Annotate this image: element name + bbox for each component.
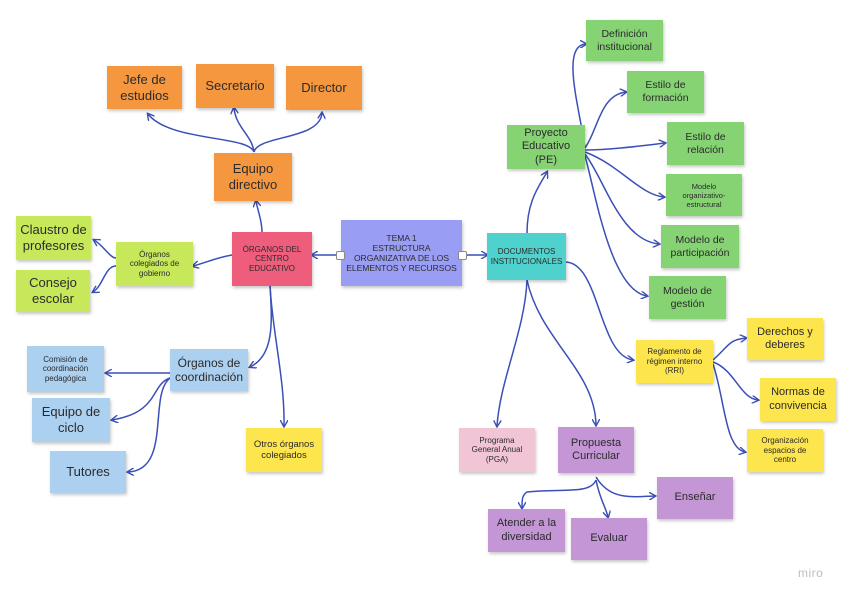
tutores-note[interactable]: Tutores (50, 451, 126, 493)
equipo-ciclo-text: Equipo de ciclo (41, 404, 101, 435)
derechos-deberes-text: Derechos y deberes (757, 325, 813, 351)
modelo-gestion-text: Modelo de gestión (662, 284, 713, 310)
connector-documentos-propuesta (526, 279, 596, 425)
ensenar-text: Enseñar (674, 491, 716, 504)
connector-pe-gestion (584, 155, 647, 296)
estilo-formacion-note[interactable]: Estilo de formación (627, 71, 704, 113)
ensenar-note[interactable]: Enseñar (657, 477, 733, 519)
secretario-text: Secretario (205, 78, 265, 94)
estilo-formacion-text: Estilo de formación (642, 79, 689, 104)
modelo-organizativo-note[interactable]: Modelo organizativo- estructural (666, 174, 742, 216)
reglamento-regimen-text: Reglamento de régimen interno (RRI) (646, 347, 703, 376)
proyecto-educativo-text: Proyecto Educativo (PE) (521, 127, 571, 166)
connector-organos-colegiados (193, 254, 233, 266)
claustro-profesores-text: Claustro de profesores (20, 222, 87, 253)
atender-diversidad-text: Atender a la diversidad (496, 517, 557, 543)
normas-convivencia-note[interactable]: Normas de convivencia (760, 378, 836, 421)
programa-general-anual-note[interactable]: Programa General Anual (PGA) (459, 428, 535, 472)
connector-organos-otros (269, 284, 284, 426)
evaluar-note[interactable]: Evaluar (571, 518, 647, 560)
derechos-deberes-note[interactable]: Derechos y deberes (747, 318, 823, 360)
connector-colegiados-consejo (93, 265, 117, 292)
connection-handle-left[interactable] (336, 251, 345, 260)
center-topic-text: TEMA 1 ESTRUCTURA ORGANIZATIVA DE LOS EL… (346, 232, 457, 274)
connector-propuesta-atender (522, 479, 597, 508)
connector-rri-espacios (712, 363, 745, 452)
organizacion-espacios-note[interactable]: Organización espacios de centro (747, 429, 823, 472)
connection-handle-right[interactable] (458, 251, 467, 260)
miro-watermark: miro (798, 566, 824, 580)
connector-pe-participacion (584, 153, 659, 244)
connector-organos-coordinacion (250, 284, 273, 367)
proyecto-educativo-note[interactable]: Proyecto Educativo (PE) (507, 125, 585, 169)
connector-pe-modelo-org (584, 151, 664, 197)
atender-diversidad-note[interactable]: Atender a la diversidad (488, 509, 565, 552)
reglamento-regimen-note[interactable]: Reglamento de régimen interno (RRI) (636, 340, 713, 383)
organos-colegiados-gobierno-text: Órganos colegiados de gobierno (129, 249, 180, 278)
connector-documentos-rri (564, 261, 633, 360)
connector-equipo-jefe (148, 114, 255, 153)
modelo-participacion-text: Modelo de participación (670, 233, 730, 259)
propuesta-curricular-text: Propuesta Curricular (570, 436, 622, 462)
connector-rri-normas (712, 361, 758, 400)
connector-propuesta-evaluar (595, 479, 608, 517)
equipo-directivo-text: Equipo directivo (228, 161, 278, 192)
connector-documentos-pga (497, 279, 528, 426)
connector-coordinacion-tutores (128, 377, 171, 472)
estilo-relacion-note[interactable]: Estilo de relación (667, 122, 744, 165)
documentos-institucionales-note[interactable]: DOCUMENTOS INSTITUCIONALES (487, 233, 566, 280)
equipo-ciclo-note[interactable]: Equipo de ciclo (32, 398, 110, 442)
jefe-estudios-text: Jefe de estudios (120, 71, 169, 103)
organos-coordinacion-note[interactable]: Órganos de coordinación (170, 349, 248, 391)
jefe-estudios-note[interactable]: Jefe de estudios (107, 66, 182, 109)
organos-coordinacion-text: Órganos de coordinación (174, 355, 244, 384)
connector-documentos-proyecto (526, 172, 547, 234)
modelo-gestion-note[interactable]: Modelo de gestión (649, 276, 726, 319)
definicion-institucional-text: Definición institucional (597, 27, 652, 53)
estilo-relacion-text: Estilo de relación (685, 130, 726, 156)
connector-colegiados-claustro (94, 240, 117, 259)
claustro-profesores-note[interactable]: Claustro de profesores (16, 216, 91, 260)
consejo-escolar-text: Consejo escolar (29, 275, 77, 306)
connector-equipo-director (253, 113, 322, 153)
comision-coordinacion-text: Comisión de coordinación pedagógica (42, 354, 89, 383)
director-note[interactable]: Director (286, 66, 362, 110)
consejo-escolar-note[interactable]: Consejo escolar (16, 270, 90, 312)
organos-centro-note[interactable]: ÓRGANOS DEL CENTRO EDUCATIVO (232, 232, 312, 286)
tutores-text: Tutores (66, 464, 110, 480)
comision-coordinacion-note[interactable]: Comisión de coordinación pedagógica (27, 346, 104, 392)
programa-general-anual-text: Programa General Anual (PGA) (471, 435, 523, 464)
organos-centro-text: ÓRGANOS DEL CENTRO EDUCATIVO (242, 244, 302, 273)
center-topic-note[interactable]: TEMA 1 ESTRUCTURA ORGANIZATIVA DE LOS EL… (341, 220, 462, 286)
secretario-note[interactable]: Secretario (196, 64, 274, 108)
modelo-organizativo-text: Modelo organizativo- estructural (682, 181, 726, 209)
equipo-directivo-note[interactable]: Equipo directivo (214, 153, 292, 201)
propuesta-curricular-note[interactable]: Propuesta Curricular (558, 427, 634, 473)
connector-organos-equipo (256, 201, 263, 233)
connector-rri-derechos (712, 338, 746, 361)
normas-convivencia-text: Normas de convivencia (769, 386, 827, 412)
connector-coordinacion-ciclo (112, 377, 171, 420)
organos-colegiados-gobierno-note[interactable]: Órganos colegiados de gobierno (116, 242, 193, 286)
definicion-institucional-note[interactable]: Definición institucional (586, 20, 663, 61)
connector-equipo-secretario (234, 108, 255, 153)
director-text: Director (301, 80, 347, 96)
connector-pe-relacion (584, 143, 665, 151)
otros-organos-note[interactable]: Otros órganos colegiados (246, 428, 322, 472)
modelo-participacion-note[interactable]: Modelo de participación (661, 225, 739, 268)
evaluar-text: Evaluar (590, 532, 628, 545)
organizacion-espacios-text: Organización espacios de centro (761, 436, 809, 465)
documentos-institucionales-text: DOCUMENTOS INSTITUCIONALES (490, 246, 563, 266)
connector-propuesta-ensenar (595, 476, 655, 497)
otros-organos-text: Otros órganos colegiados (253, 438, 315, 461)
connector-pe-formacion (584, 92, 626, 149)
